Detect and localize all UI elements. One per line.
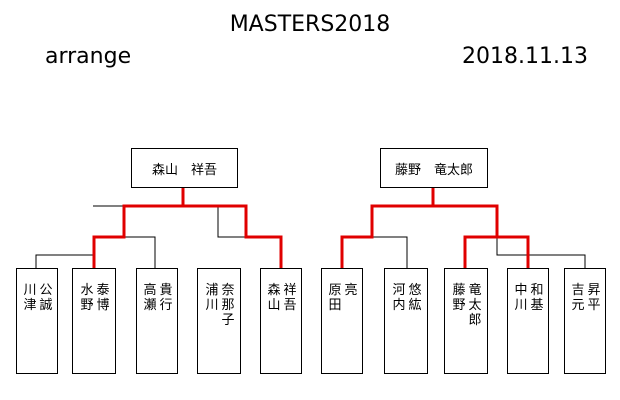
player-box: 原田 亮: [321, 268, 363, 374]
player-box: 浦川 奈那子: [197, 268, 241, 374]
player-family-name: 吉元: [571, 283, 585, 313]
player-box: 中川 和基: [507, 268, 549, 374]
player-family-name: 浦川: [205, 283, 219, 313]
player-family-name: 川津: [23, 283, 37, 313]
right-champion-name: 藤野 竜太郎: [394, 162, 473, 178]
player-box: 河内 悠紘: [384, 268, 428, 374]
player-given-name: 昇平: [587, 283, 601, 313]
tournament-title: MASTERS2018: [229, 12, 391, 37]
bracket-winner-path: [92, 188, 530, 268]
player-given-name: 和基: [530, 283, 544, 313]
player-family-name: 藤野: [452, 283, 466, 313]
player-box: 吉元 昇平: [564, 268, 606, 374]
player-box: 高瀬 貴行: [136, 268, 178, 374]
player-family-name: 森山: [267, 283, 281, 313]
left-champion-name: 森山 祥吾: [151, 162, 217, 178]
player-box: 藤野 竜太郎: [444, 268, 488, 374]
player-given-name: 竜太郎: [468, 283, 482, 328]
player-family-name: 河内: [392, 283, 406, 313]
subtitle: arrange: [45, 44, 132, 69]
player-given-name: 祥吾: [283, 283, 297, 313]
player-box: 川津 公誠: [16, 268, 58, 374]
player-given-name: 亮: [344, 283, 358, 298]
player-given-name: 奈那子: [221, 283, 235, 328]
player-given-name: 悠紘: [408, 283, 422, 313]
player-family-name: 高瀬: [143, 283, 157, 313]
player-box: 森山 祥吾: [260, 268, 302, 374]
event-date: 2018.11.13: [462, 44, 588, 69]
player-family-name: 原田: [328, 283, 342, 313]
player-family-name: 水野: [80, 283, 94, 313]
player-box: 水野 泰博: [72, 268, 116, 374]
player-given-name: 泰博: [96, 283, 110, 313]
player-given-name: 公誠: [39, 283, 53, 313]
right-champion-box: 藤野 竜太郎: [380, 148, 488, 188]
left-champion-box: 森山 祥吾: [131, 148, 238, 188]
player-given-name: 貴行: [159, 283, 173, 313]
player-family-name: 中川: [514, 283, 528, 313]
